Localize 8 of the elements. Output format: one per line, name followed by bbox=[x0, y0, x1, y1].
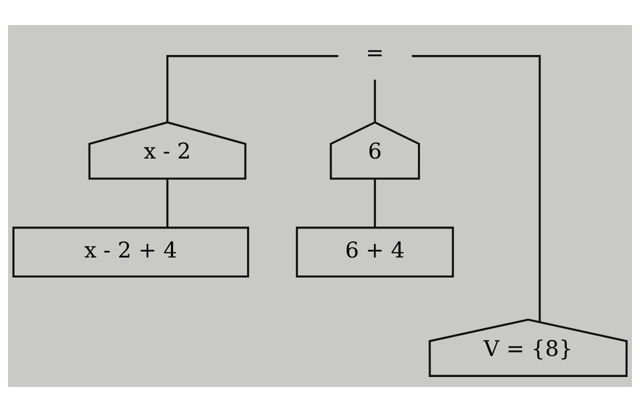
node-text: = bbox=[366, 40, 384, 66]
connector bbox=[166, 178, 168, 227]
node-box: x - 2 + 4 bbox=[12, 226, 250, 278]
connector bbox=[374, 79, 376, 122]
node-box: 6 + 4 bbox=[296, 226, 454, 278]
connector bbox=[412, 54, 541, 322]
connector bbox=[374, 178, 376, 227]
connector bbox=[166, 54, 338, 122]
